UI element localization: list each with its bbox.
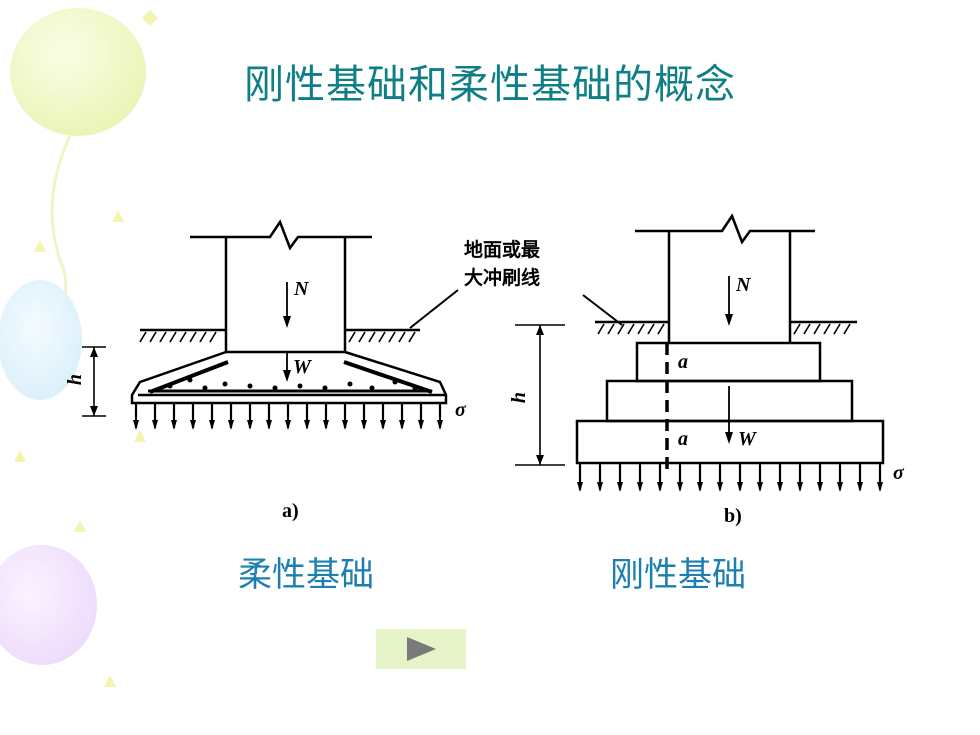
rigid-load-w-label: W <box>738 428 756 450</box>
ground-note-line2: 大冲刷线 <box>464 267 541 289</box>
flexible-height-label: h <box>64 373 87 386</box>
decorative-balloons <box>0 8 158 687</box>
rigid-angle-label-top: a <box>678 351 688 373</box>
caption-rigid-foundation: 刚性基础 <box>610 555 746 595</box>
flexible-load-n-label: N <box>294 278 309 300</box>
slide-title: 刚性基础和柔性基础的概念 <box>244 62 736 108</box>
rigid-pressure-label: σ <box>893 462 904 484</box>
flexible-sub-label: a) <box>282 500 299 522</box>
rigid-load-n-label: N <box>736 274 751 296</box>
flexible-load-w-label: W <box>293 356 311 378</box>
rigid-sub-label: b) <box>724 505 742 527</box>
rigid-height-label: h <box>508 391 531 404</box>
ground-note-line1: 地面或最 <box>464 239 541 261</box>
rigid-angle-label-bottom: a <box>678 428 688 450</box>
caption-flexible-foundation: 柔性基础 <box>238 555 374 595</box>
play-triangle-icon <box>407 637 436 661</box>
ground-line-note: 地面或最 大冲刷线 <box>464 236 540 292</box>
play-button[interactable] <box>376 629 466 669</box>
flexible-pressure-label: σ <box>455 399 466 421</box>
